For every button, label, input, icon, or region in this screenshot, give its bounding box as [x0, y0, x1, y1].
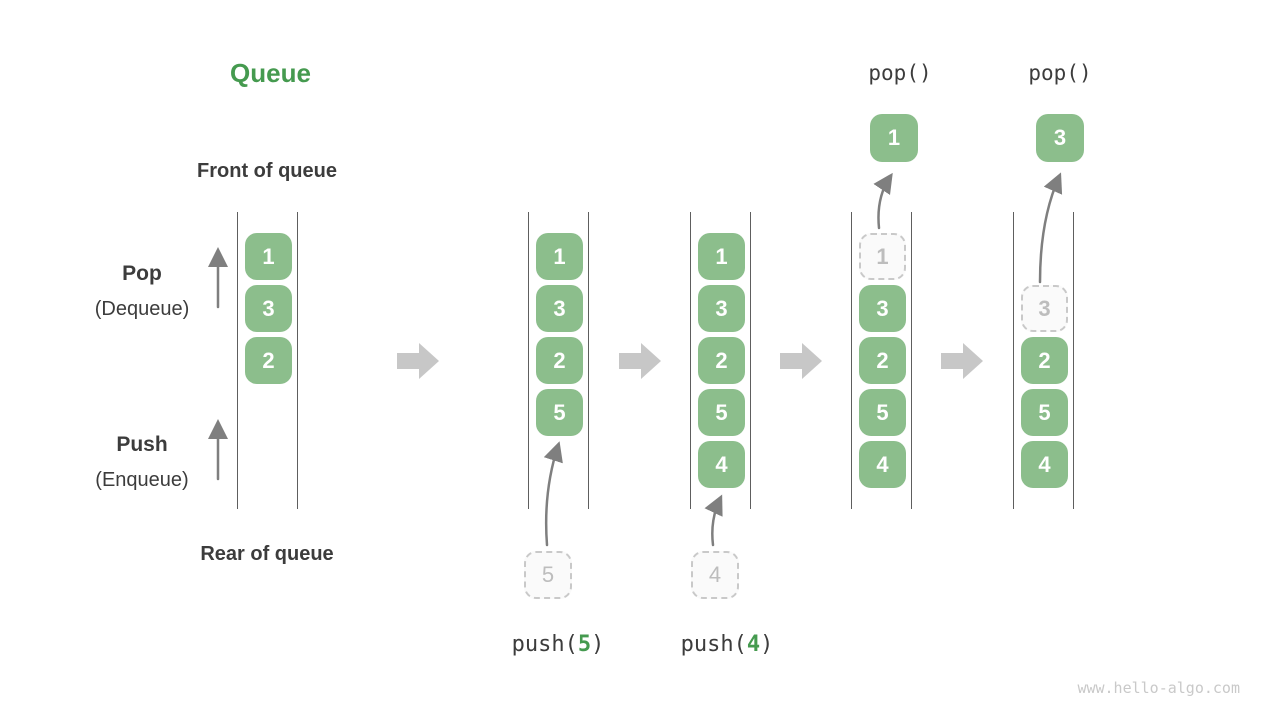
push-call-suffix: ) [591, 632, 605, 657]
queue-slot-filled: 2 [859, 337, 906, 384]
page-title: Queue [230, 58, 311, 88]
queue-slot-filled: 2 [245, 337, 292, 384]
queue-slot-filled: 1 [536, 233, 583, 280]
queue-slot-ghost: 3 [1021, 285, 1068, 332]
queue-slot-filled: 2 [698, 337, 745, 384]
queue-slot-filled: 4 [859, 441, 906, 488]
dequeue-alias-label: (Dequeue) [94, 298, 190, 320]
queue-slot-filled: 3 [245, 285, 292, 332]
pop-operation-label: Pop [122, 262, 162, 285]
queue-slot-filled: 3 [536, 285, 583, 332]
queue-state-after-push5: 1 3 2 5 [528, 212, 589, 509]
queue-slot-ghost: 1 [859, 233, 906, 280]
front-of-queue-label: Front of queue [197, 160, 337, 182]
pop-call-label-2: pop() [1028, 61, 1092, 85]
rear-of-queue-label: Rear of queue [200, 543, 334, 565]
pending-element-box: 4 [691, 551, 739, 599]
queue-state-initial: 1 3 2 [237, 212, 298, 509]
push-call-label-1: push(5) [512, 632, 605, 657]
queue-slot-filled: 5 [1021, 389, 1068, 436]
push-call-prefix: push( [511, 632, 578, 657]
push-call-arg: 5 [577, 632, 592, 657]
watermark: www.hello-algo.com [1077, 679, 1240, 697]
queue-state-pop3: 3 2 5 4 [1013, 212, 1074, 509]
flow-arrow-icon [780, 343, 822, 379]
queue-slot-filled: 1 [245, 233, 292, 280]
queue-slot-filled: 3 [698, 285, 745, 332]
flow-arrow-icon [397, 343, 439, 379]
push-call-prefix: push( [680, 632, 747, 657]
enqueue-alias-label: (Enqueue) [95, 469, 189, 491]
queue-state-after-push4: 1 3 2 5 4 [690, 212, 751, 509]
queue-slot-filled: 4 [1021, 441, 1068, 488]
flow-arrow-icon [619, 343, 661, 379]
push-call-arg: 4 [746, 632, 761, 657]
queue-slot-filled: 1 [698, 233, 745, 280]
flow-arrow-icon [941, 343, 983, 379]
popped-element-box: 1 [870, 114, 918, 162]
pending-element-box: 5 [524, 551, 572, 599]
queue-slot-filled: 5 [859, 389, 906, 436]
queue-slot-filled: 5 [536, 389, 583, 436]
queue-slot-filled: 5 [698, 389, 745, 436]
pop-call-label-1: pop() [868, 61, 932, 85]
queue-slot-filled: 3 [859, 285, 906, 332]
push-call-suffix: ) [760, 632, 774, 657]
queue-slot-filled: 2 [1021, 337, 1068, 384]
push-call-label-2: push(4) [681, 632, 774, 657]
push-operation-label: Push [116, 433, 168, 456]
queue-slot-filled: 4 [698, 441, 745, 488]
queue-slot-filled: 2 [536, 337, 583, 384]
popped-element-box: 3 [1036, 114, 1084, 162]
queue-state-pop1: 1 3 2 5 4 [851, 212, 912, 509]
